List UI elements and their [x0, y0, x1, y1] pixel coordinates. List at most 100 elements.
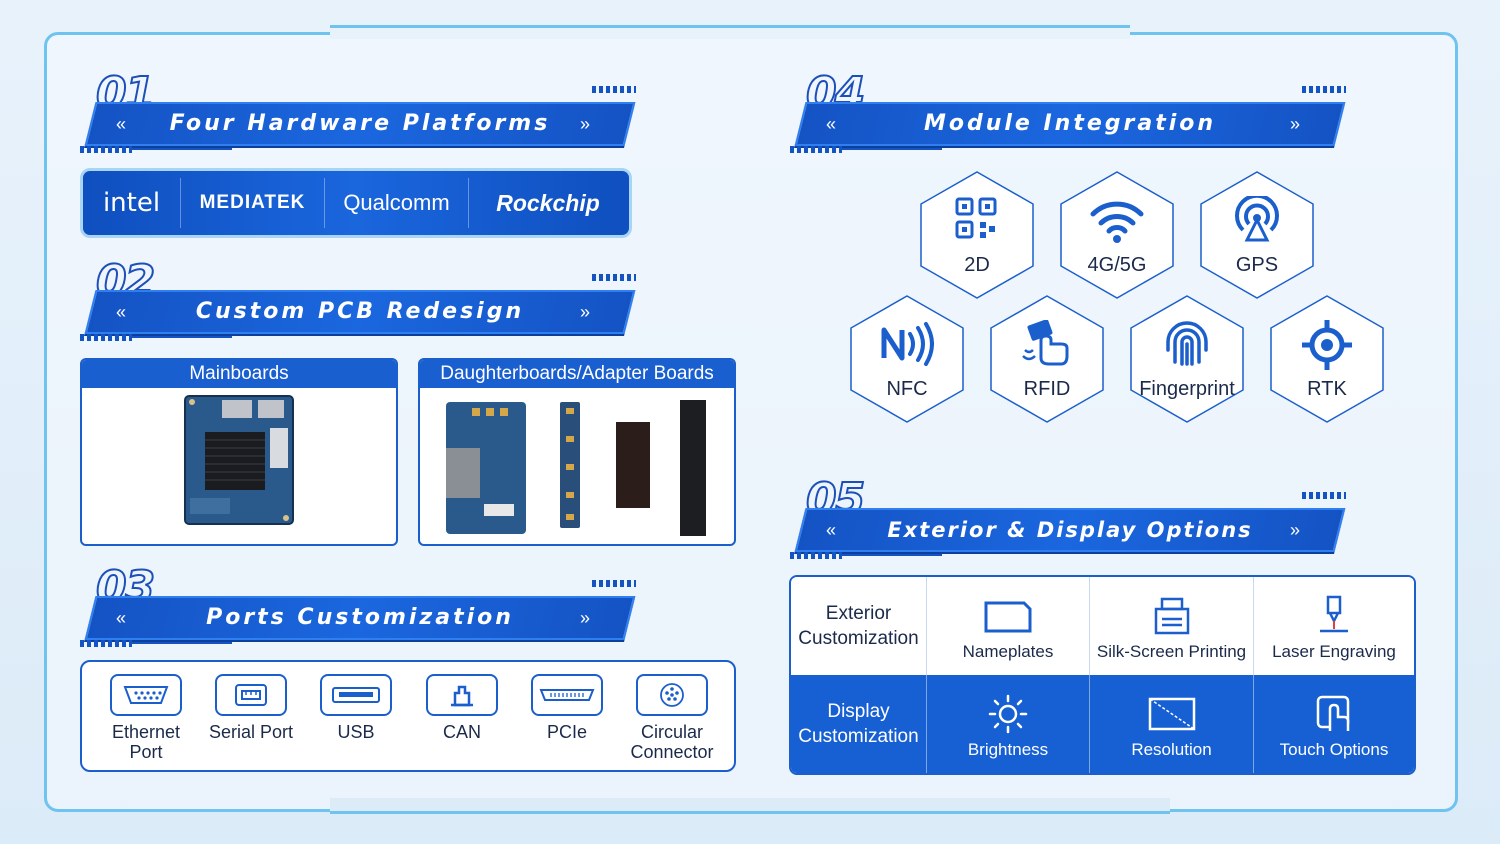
- port-label: PCIe: [546, 722, 588, 742]
- module-2d: 2D: [919, 170, 1035, 300]
- port-label: Circular Connector: [630, 722, 714, 762]
- rfid-card-icon: [989, 319, 1105, 371]
- nameplates-cell: Nameplates: [926, 577, 1089, 675]
- circular-connector-icon: [636, 674, 708, 716]
- module-gps: GPS: [1199, 170, 1315, 300]
- module-label: 4G/5G: [1087, 254, 1147, 276]
- underline-decoration: [842, 554, 942, 556]
- module-label: RFID: [1023, 378, 1071, 400]
- wifi-icon: [1059, 196, 1175, 249]
- port-label: USB: [337, 722, 375, 742]
- port-ethernet: Ethernet Port: [98, 674, 194, 762]
- module-label: NFC: [886, 378, 928, 400]
- port-label: CAN: [442, 722, 481, 742]
- module-label: Fingerprint: [1139, 378, 1235, 400]
- touch-icon: [1316, 695, 1350, 731]
- stripe-decoration: [1302, 86, 1346, 93]
- usb-icon: [320, 674, 392, 716]
- port-circular: Circular Connector: [624, 674, 720, 762]
- port-usb: USB: [308, 674, 404, 742]
- gps-icon: [1199, 193, 1315, 249]
- exterior-row: Exterior Customization Nameplates Silk-S…: [791, 577, 1414, 675]
- resolution-icon: [1148, 697, 1195, 731]
- silk-cell: Silk-Screen Printing: [1089, 577, 1253, 675]
- section-title: Ports Customization: [206, 605, 514, 630]
- port-pcie: PCIe: [519, 674, 615, 742]
- daughterboard-images: [446, 400, 706, 536]
- silk-label: Silk-Screen Printing: [1096, 642, 1247, 661]
- module-rfid: RFID: [989, 294, 1105, 424]
- touch-label: Touch Options: [1279, 740, 1389, 759]
- chevron-right-icon: »: [580, 302, 591, 322]
- chevron-right-icon: »: [580, 114, 591, 134]
- brand-qualcomm: Qualcomm: [325, 178, 469, 228]
- stripe-decoration: [592, 86, 636, 93]
- module-rtk: RTK: [1269, 294, 1385, 424]
- section-01-header: 01 « Four Hardware Platforms »: [80, 71, 640, 153]
- display-head-cell: Display Customization: [791, 675, 926, 773]
- stripe-decoration: [80, 146, 132, 153]
- frame-notch-top: [330, 25, 1130, 39]
- chevron-left-icon: «: [116, 114, 127, 134]
- display-head: Display Customization: [798, 701, 919, 747]
- printer-icon: [1154, 597, 1189, 635]
- stripe-decoration: [80, 640, 132, 647]
- section-02-header: 02 « Custom PCB Redesign »: [80, 259, 640, 341]
- mainboards-card: Mainboards: [80, 358, 398, 546]
- nfc-icon: [849, 320, 965, 371]
- can-icon: [426, 674, 498, 716]
- chevron-left-icon: «: [116, 302, 127, 322]
- module-4g5g: 4G/5G: [1059, 170, 1175, 300]
- stripe-decoration: [80, 334, 132, 341]
- module-label: RTK: [1307, 378, 1347, 400]
- chevron-right-icon: »: [580, 608, 591, 628]
- nameplates-label: Nameplates: [962, 642, 1054, 661]
- mainboards-title: Mainboards: [82, 360, 396, 388]
- module-label: GPS: [1235, 254, 1279, 276]
- stripe-decoration: [592, 274, 636, 281]
- port-can: CAN: [414, 674, 510, 742]
- frame-notch-bottom: [330, 798, 1170, 814]
- chevron-left-icon: «: [826, 520, 837, 540]
- section-title: Exterior & Display Options: [887, 518, 1253, 542]
- display-row: Display Customization Brightness Resolut…: [791, 675, 1414, 773]
- exterior-head: Exterior Customization: [798, 603, 919, 649]
- underline-decoration: [132, 336, 232, 338]
- brightness-label: Brightness: [967, 740, 1049, 759]
- underline-decoration: [132, 148, 232, 150]
- brightness-icon: [988, 694, 1028, 734]
- serial-port-icon: [215, 674, 287, 716]
- pcie-icon: [531, 674, 603, 716]
- laser-label: Laser Engraving: [1272, 642, 1396, 661]
- stripe-decoration: [592, 580, 636, 587]
- stripe-decoration: [790, 552, 842, 559]
- resolution-label: Resolution: [1131, 740, 1212, 759]
- brand-mediatek: MEDIATEK: [181, 178, 325, 228]
- nameplate-icon: [984, 601, 1032, 633]
- brand-rockchip: Rockchip: [496, 189, 600, 216]
- laser-engraving-icon: [1320, 595, 1348, 633]
- brightness-cell: Brightness: [926, 675, 1089, 773]
- section-04-header: 04 « Module Integration »: [790, 71, 1350, 153]
- exterior-display-table: Exterior Customization Nameplates Silk-S…: [789, 575, 1416, 775]
- chevron-left-icon: «: [826, 114, 837, 134]
- section-title: Four Hardware Platforms: [169, 111, 551, 136]
- ethernet-port-icon: [110, 674, 182, 716]
- module-nfc: NFC: [849, 294, 965, 424]
- chevron-right-icon: »: [1290, 114, 1301, 134]
- resolution-cell: Resolution: [1089, 675, 1253, 773]
- stripe-decoration: [1302, 492, 1346, 499]
- underline-decoration: [132, 642, 232, 644]
- fingerprint-icon: [1129, 320, 1245, 371]
- touch-cell: Touch Options: [1253, 675, 1414, 773]
- module-label: 2D: [964, 254, 990, 276]
- chevron-left-icon: «: [116, 608, 127, 628]
- stripe-decoration: [790, 146, 842, 153]
- platform-brands-bar: intel MEDIATEK Qualcomm Rockchip: [80, 168, 632, 238]
- section-title: Module Integration: [923, 111, 1217, 136]
- section-03-header: 03 « Ports Customization »: [80, 565, 640, 647]
- chevron-right-icon: »: [1290, 520, 1301, 540]
- port-label: Ethernet Port: [111, 722, 181, 762]
- daughterboards-title: Daughterboards/Adapter Boards: [420, 360, 734, 388]
- section-05-header: 05 « Exterior & Display Options »: [790, 477, 1350, 559]
